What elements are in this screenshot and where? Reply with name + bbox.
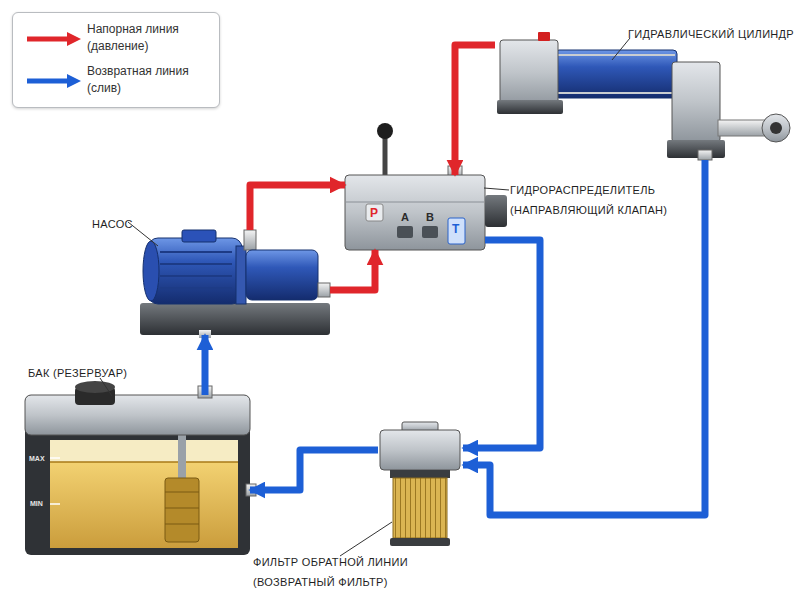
- strainer-rib: [165, 508, 199, 509]
- pump-head: [246, 250, 318, 300]
- filter-band: [390, 470, 450, 478]
- motor-fin: [160, 263, 232, 265]
- valve-lever: [383, 138, 388, 176]
- motor-fin: [160, 251, 232, 253]
- port-label: T: [452, 223, 459, 235]
- port-fitting: [246, 484, 256, 496]
- tie-rod: [558, 92, 675, 94]
- legend-arrowhead: [67, 32, 81, 46]
- leader-line: [484, 188, 509, 190]
- cylinder-cap: [500, 40, 558, 106]
- return-line: [250, 450, 378, 490]
- part-label: ФИЛЬТР ОБРАТНОЙ ЛИНИИ (ВОЗВРАТНЫЙ ФИЛЬТР…: [253, 552, 423, 592]
- rod-eye-hole: [770, 122, 782, 134]
- part-label: ГИДРОРАСПРЕДЕЛИТЕЛЬ (НАПРАВЛЯЮЩИЙ КЛАПАН…: [510, 180, 688, 220]
- pressure-line: [455, 45, 495, 175]
- port-recess: [422, 226, 438, 238]
- port-plate: [448, 218, 465, 244]
- filter-head: [380, 430, 460, 470]
- part-label: НАСОС: [92, 214, 152, 234]
- tank-frame: [25, 395, 250, 555]
- suction-strainer: [165, 478, 199, 542]
- legend-line: [27, 79, 69, 84]
- leader-line: [340, 522, 392, 556]
- tank-glass: [50, 440, 238, 548]
- motor: [148, 238, 242, 304]
- port-label: B: [426, 212, 434, 223]
- legend-text: Напорная линия (давление): [87, 21, 209, 55]
- legend-text: Возвратная линия (слив): [87, 63, 209, 97]
- strainer-rib: [165, 524, 199, 525]
- motor-fin: [160, 287, 232, 289]
- bleed-plug: [538, 32, 550, 41]
- port-fitting: [199, 330, 211, 338]
- part-label: БАК (РЕЗЕРВУАР): [28, 363, 168, 383]
- oil-level: [50, 461, 238, 463]
- level-label: MIN: [30, 500, 43, 507]
- hydraulic-cylinder: ГИДРАВЛИЧЕСКИЙ ЦИЛИНДР: [495, 40, 725, 160]
- junction-box: [182, 230, 216, 242]
- port-label: A: [401, 212, 409, 223]
- return-line: [201, 335, 208, 395]
- port-recess: [397, 226, 413, 238]
- leader-line: [612, 38, 630, 60]
- legend-swatch: [25, 31, 83, 47]
- filter-band: [390, 538, 450, 546]
- cylinder-head: [672, 62, 720, 142]
- cylinder-barrel: [555, 50, 677, 98]
- port-fitting: [318, 283, 330, 297]
- strainer-rib: [165, 492, 199, 493]
- leader-line: [100, 378, 112, 396]
- valve-body: [345, 175, 485, 250]
- port-fitting: [244, 230, 256, 250]
- motor-endcap: [143, 241, 159, 301]
- cylinder-foot: [497, 100, 563, 114]
- part-label: ГИДРАВЛИЧЕСКИЙ ЦИЛИНДР: [628, 24, 800, 44]
- motor-fin: [160, 275, 232, 277]
- port-label: P: [370, 207, 378, 219]
- pump-unit: НАСОС: [140, 230, 330, 335]
- pressure-line: [250, 185, 345, 230]
- lever-knob: [377, 123, 393, 139]
- directional-valve: ГИДРОРАСПРЕДЕЛИТЕЛЬ (НАПРАВЛЯЮЩИЙ КЛАПАН…: [345, 175, 485, 250]
- port-fitting: [698, 150, 712, 160]
- rod-eye: [762, 114, 790, 142]
- legend-entry: Возвратная линия (слив): [21, 63, 213, 99]
- oil: [50, 462, 238, 548]
- pump-flange: [236, 246, 246, 304]
- piston-rod: [718, 120, 766, 136]
- oil-tank: БАК (РЕЗЕРВУАР): [25, 395, 250, 555]
- filter-element: [393, 478, 447, 538]
- legend-box: Напорная линия (давление) Возвратная лини…: [12, 12, 220, 108]
- legend-line: [27, 37, 69, 42]
- cylinder-foot: [667, 140, 725, 158]
- port-fitting: [198, 386, 212, 398]
- port-plate: [366, 204, 383, 221]
- level-mark: [50, 457, 60, 459]
- pressure-line: [330, 250, 375, 290]
- tank-lid: [25, 395, 250, 435]
- solenoid: [485, 195, 507, 227]
- pump-base: [140, 303, 330, 335]
- level-label: MAX: [29, 455, 45, 462]
- legend-arrowhead: [67, 74, 81, 88]
- level-mark: [50, 503, 60, 505]
- legend-swatch: [25, 73, 83, 89]
- legend-entry: Напорная линия (давление): [21, 21, 213, 57]
- return-line: [463, 160, 705, 515]
- return-line: [463, 240, 540, 448]
- valve-edge: [346, 202, 484, 203]
- suction-pipe: [178, 433, 186, 478]
- return-filter: ФИЛЬТР ОБРАТНОЙ ЛИНИИ (ВОЗВРАТНЫЙ ФИЛЬТР…: [378, 428, 463, 548]
